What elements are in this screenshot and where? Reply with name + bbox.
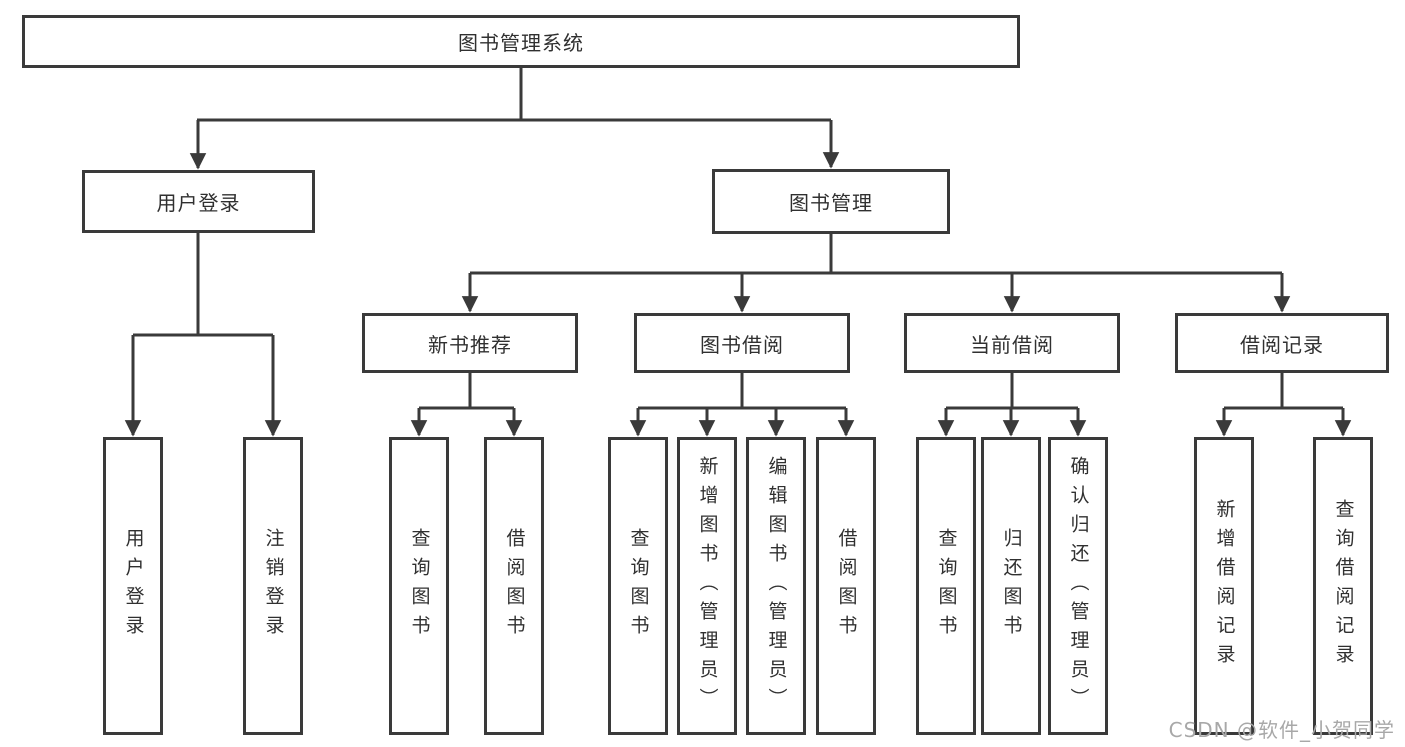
node-book-management: 图书管理 — [712, 169, 950, 234]
leaf-add-books-admin: 新增图书（管理员） — [677, 437, 737, 735]
node-label: 用户登录 — [156, 191, 241, 215]
node-library-management-system: 图书管理系统 — [22, 15, 1020, 68]
node-label: 图书管理系统 — [458, 31, 584, 55]
leaf-edit-books-admin: 编辑图书（管理员） — [746, 437, 806, 735]
node-label: 图书管理 — [789, 191, 873, 215]
leaf-label: 注销登录 — [262, 528, 285, 644]
node-label: 借阅记录 — [1240, 332, 1324, 357]
leaf-label: 用户登录 — [122, 528, 145, 644]
leaf-label: 借阅图书 — [503, 528, 526, 644]
leaf-add-borrow-record: 新增借阅记录 — [1194, 437, 1254, 735]
leaf-label: 查询图书 — [935, 528, 958, 644]
leaf-label: 查询图书 — [408, 528, 431, 644]
leaf-borrow-books: 借阅图书 — [816, 437, 876, 735]
node-book-borrowing: 图书借阅 — [634, 313, 850, 373]
leaf-query-books: 查询图书 — [608, 437, 668, 735]
leaf-label: 归还图书 — [1000, 528, 1023, 644]
leaf-query-borrow-record: 查询借阅记录 — [1313, 437, 1373, 735]
leaf-label: 编辑图书（管理员） — [765, 455, 788, 717]
node-current-borrowing: 当前借阅 — [904, 313, 1120, 373]
node-label: 新书推荐 — [428, 332, 512, 357]
leaf-label: 新增借阅记录 — [1213, 499, 1236, 673]
node-user-login: 用户登录 — [82, 170, 315, 233]
leaf-query-books-recommend: 查询图书 — [389, 437, 449, 735]
leaf-borrow-books-recommend: 借阅图书 — [484, 437, 544, 735]
leaf-return-books: 归还图书 — [981, 437, 1041, 735]
leaf-query-books-current: 查询图书 — [916, 437, 976, 735]
leaf-label: 新增图书（管理员） — [696, 455, 719, 717]
csdn-watermark: CSDN @软件_小贺同学 — [1168, 718, 1395, 742]
leaf-confirm-return-admin: 确认归还（管理员） — [1048, 437, 1108, 735]
node-new-book-recommendation: 新书推荐 — [362, 313, 578, 373]
node-label: 当前借阅 — [970, 332, 1054, 357]
leaf-label: 借阅图书 — [835, 528, 858, 644]
leaf-logout: 注销登录 — [243, 437, 303, 735]
node-borrowing-records: 借阅记录 — [1175, 313, 1389, 373]
node-label: 图书借阅 — [700, 332, 784, 357]
leaf-label: 查询借阅记录 — [1332, 499, 1355, 673]
leaf-label: 查询图书 — [627, 528, 650, 644]
leaf-label: 确认归还（管理员） — [1067, 455, 1090, 717]
leaf-user-login: 用户登录 — [103, 437, 163, 735]
